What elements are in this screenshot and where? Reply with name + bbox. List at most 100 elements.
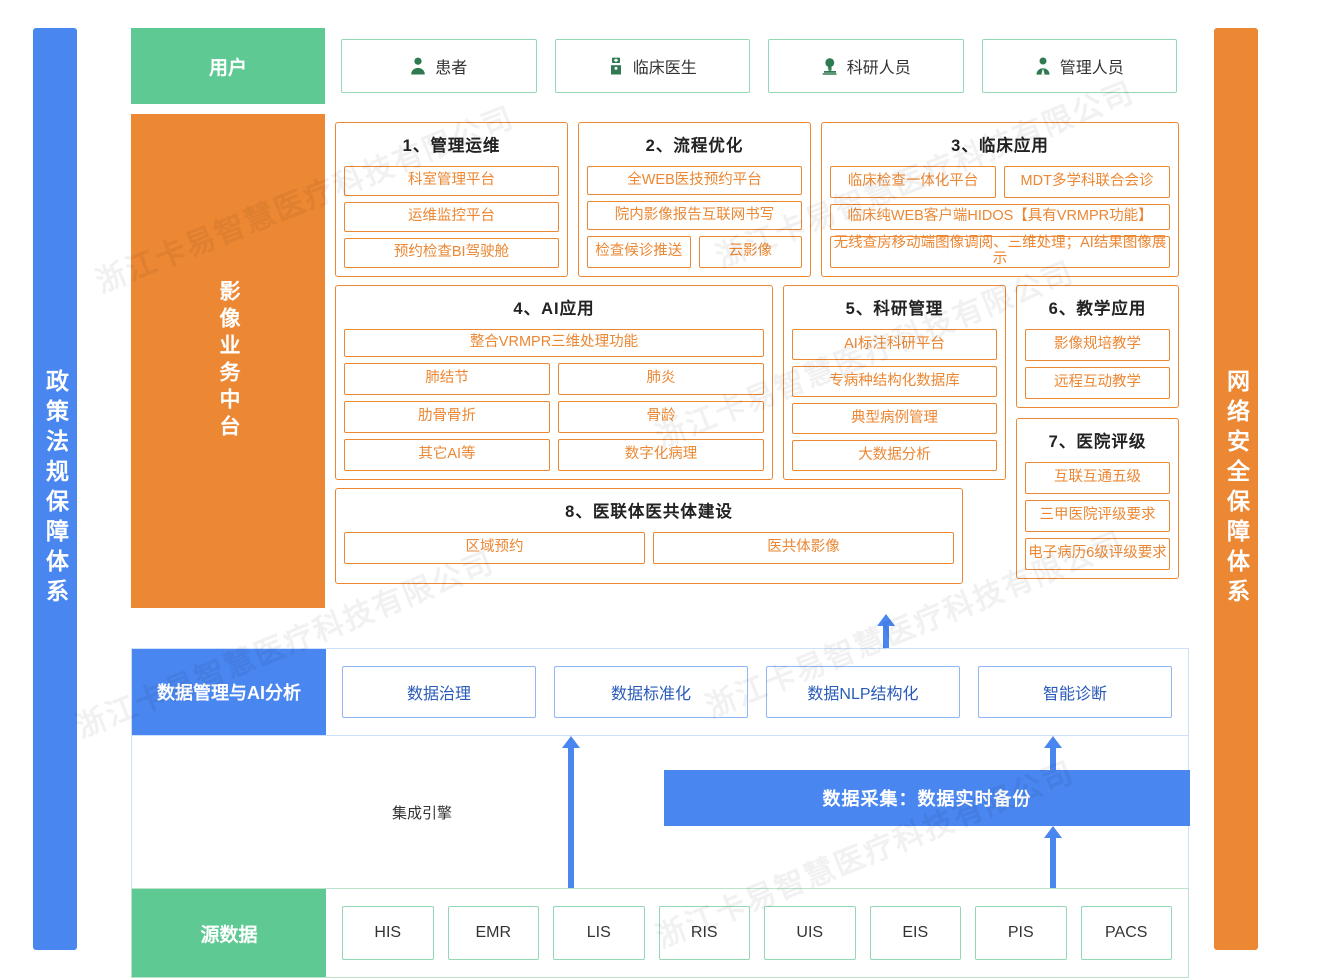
source-data-card-uis[interactable]: UIS [764, 906, 856, 960]
chip-row: 肋骨骨折 骨龄 [344, 401, 764, 433]
arrow-shaft [568, 745, 574, 888]
chip-item[interactable]: 医共体影像 [653, 532, 954, 564]
arrow-shaft [1050, 835, 1056, 888]
group-process-optimization: 2、流程优化 全WEB医技预约平台 院内影像报告互联网书写 检查候诊推送 云影像 [578, 122, 811, 277]
user-card-administrator[interactable]: 管理人员 [981, 39, 1177, 93]
arrow-shaft [883, 623, 889, 648]
chip-item[interactable]: 院内影像报告互联网书写 [587, 201, 802, 230]
data-management-card-governance[interactable]: 数据治理 [342, 666, 536, 718]
chip-item[interactable]: 大数据分析 [792, 440, 997, 471]
group-clinical-application: 3、临床应用 临床检查一体化平台 MDT多学科联合会诊 临床纯WEB客户端HID… [821, 122, 1179, 277]
chip-item[interactable]: 无线查房移动端图像调阅、三维处理；AI结果图像展示 [830, 235, 1170, 268]
source-data-card-his[interactable]: HIS [342, 906, 434, 960]
chip-row: 肺结节 肺炎 [344, 363, 764, 395]
chip-item[interactable]: 电子病历6级评级要求 [1025, 538, 1170, 570]
data-management-label: 数据管理与AI分析 [132, 649, 326, 735]
chip-item[interactable]: 全WEB医技预约平台 [587, 166, 802, 195]
data-management-card-standardization[interactable]: 数据标准化 [554, 666, 748, 718]
arrow-shaft [1050, 745, 1056, 770]
user-card-label: 科研人员 [846, 60, 911, 77]
arrow-collection-to-data-management [1044, 736, 1062, 770]
user-layer: 用户 患者 临床医生 科研人员 [131, 28, 1189, 104]
user-card-label: 患者 [435, 60, 468, 77]
data-management-card-intelligent-diagnosis[interactable]: 智能诊断 [978, 666, 1172, 718]
imaging-platform-groups: 1、管理运维 科室管理平台 运维监控平台 预约检查BI驾驶舱 2、流程优化 全W… [325, 114, 1189, 608]
platform-band-top: 1、管理运维 科室管理平台 运维监控平台 预约检查BI驾驶舱 2、流程优化 全W… [335, 122, 1179, 277]
chip-item[interactable]: 其它AI等 [344, 439, 550, 471]
chip-item[interactable]: 运维监控平台 [344, 202, 559, 232]
group-ai-application: 4、AI应用 整合VRMPR三维处理功能 肺结节 肺炎 肋骨骨折 骨龄 其它AI… [335, 285, 773, 480]
arrow-head-icon [1044, 736, 1062, 748]
chip-row: 临床检查一体化平台 MDT多学科联合会诊 [830, 166, 1170, 198]
group-management-ops: 1、管理运维 科室管理平台 运维监控平台 预约检查BI驾驶舱 [335, 122, 568, 277]
imaging-business-platform: 影像业务中台 1、管理运维 科室管理平台 运维监控平台 预约检查BI驾驶舱 2、… [131, 114, 1189, 608]
user-card-researcher[interactable]: 科研人员 [768, 39, 964, 93]
data-flow-area: 集成引擎 数据采集：数据实时备份 [131, 736, 1190, 888]
chip-item[interactable]: AI标注科研平台 [792, 329, 997, 360]
arrow-head-icon [1044, 826, 1062, 838]
chip-item[interactable]: 影像规培教学 [1025, 329, 1170, 361]
network-security-sidebar-label: 网络安全保障体系 [1223, 369, 1250, 609]
source-data-card-pis[interactable]: PIS [975, 906, 1067, 960]
chip-row: 其它AI等 数字化病理 [344, 439, 764, 471]
group-medical-alliance: 8、医联体医共体建设 区域预约 医共体影像 [335, 488, 963, 584]
chip-item[interactable]: 科室管理平台 [344, 166, 559, 196]
data-management-card-nlp[interactable]: 数据NLP结构化 [766, 666, 960, 718]
chip-item[interactable]: 预约检查BI驾驶舱 [344, 238, 559, 268]
arrow-data-to-platform [877, 614, 895, 648]
chip-item[interactable]: 区域预约 [344, 532, 645, 564]
manager-icon [1035, 57, 1051, 75]
network-security-sidebar: 网络安全保障体系 [1214, 28, 1258, 950]
chip-item[interactable]: 互联互通五级 [1025, 462, 1170, 494]
group-title: 2、流程优化 [645, 137, 744, 155]
chip-item[interactable]: 整合VRMPR三维处理功能 [344, 329, 764, 357]
user-card-label: 临床医生 [632, 60, 697, 77]
arrow-source-to-collection [1044, 826, 1062, 888]
user-layer-label: 用户 [131, 28, 325, 104]
imaging-platform-label-block: 影像业务中台 [131, 114, 325, 608]
arrow-integration-engine [562, 736, 580, 888]
source-data-layer: 源数据 HIS EMR LIS RIS UIS EIS PIS PACS [131, 888, 1189, 978]
source-data-card-eis[interactable]: EIS [869, 906, 961, 960]
group-title: 7、医院评级 [1048, 433, 1147, 451]
chip-item[interactable]: MDT多学科联合会诊 [1004, 166, 1170, 198]
platform-band-middle: 4、AI应用 整合VRMPR三维处理功能 肺结节 肺炎 肋骨骨折 骨龄 其它AI… [335, 285, 1179, 579]
integration-engine-label: 集成引擎 [391, 805, 452, 822]
diagram-main-column: 用户 患者 临床医生 科研人员 [131, 28, 1190, 978]
user-card-clinician[interactable]: 临床医生 [554, 39, 750, 93]
chip-item[interactable]: 肺炎 [558, 363, 764, 395]
arrow-head-icon [562, 736, 580, 748]
chip-item[interactable]: 肋骨骨折 [344, 401, 550, 433]
policy-regulation-sidebar-label: 政策法规保障体系 [42, 369, 69, 609]
policy-regulation-sidebar: 政策法规保障体系 [33, 28, 77, 950]
chip-item[interactable]: 临床检查一体化平台 [830, 166, 996, 198]
group-title: 6、教学应用 [1048, 300, 1147, 318]
group-teaching-application: 6、教学应用 影像规培教学 远程互动教学 [1016, 285, 1179, 408]
chip-item[interactable]: 临床纯WEB客户端HIDOS【具有VRMPR功能】 [830, 204, 1170, 230]
data-management-layer: 数据管理与AI分析 数据治理 数据标准化 数据NLP结构化 智能诊断 [131, 648, 1189, 736]
source-data-card-ris[interactable]: RIS [658, 906, 750, 960]
chip-item[interactable]: 骨龄 [558, 401, 764, 433]
source-data-card-pacs[interactable]: PACS [1080, 906, 1172, 960]
group-title: 8、医联体医共体建设 [565, 503, 733, 521]
group-column-teaching-rating: 6、教学应用 影像规培教学 远程互动教学 7、医院评级 互联互通五级 三甲医院评… [1016, 285, 1179, 579]
chip-item[interactable]: 检查候诊推送 [587, 236, 691, 268]
source-data-card-emr[interactable]: EMR [447, 906, 539, 960]
user-card-patient[interactable]: 患者 [341, 39, 537, 93]
chip-item[interactable]: 典型病例管理 [792, 403, 997, 434]
user-card-label: 管理人员 [1059, 60, 1124, 77]
arrow-head-icon [877, 614, 895, 626]
chip-item[interactable]: 远程互动教学 [1025, 367, 1170, 399]
chip-item[interactable]: 数字化病理 [558, 439, 764, 471]
source-data-card-lis[interactable]: LIS [553, 906, 645, 960]
data-management-card-list: 数据治理 数据标准化 数据NLP结构化 智能诊断 [326, 649, 1188, 735]
chip-item[interactable]: 肺结节 [344, 363, 550, 395]
group-title: 3、临床应用 [951, 137, 1049, 155]
chip-item[interactable]: 专病种结构化数据库 [792, 366, 997, 397]
chip-item[interactable]: 云影像 [698, 236, 802, 268]
source-data-card-list: HIS EMR LIS RIS UIS EIS PIS PACS [326, 889, 1188, 977]
chip-item[interactable]: 三甲医院评级要求 [1025, 500, 1170, 532]
chip-row: 检查候诊推送 云影像 [587, 236, 802, 268]
data-collection-box: 数据采集：数据实时备份 [664, 770, 1190, 826]
group-research-management: 5、科研管理 AI标注科研平台 专病种结构化数据库 典型病例管理 大数据分析 [783, 285, 1006, 480]
